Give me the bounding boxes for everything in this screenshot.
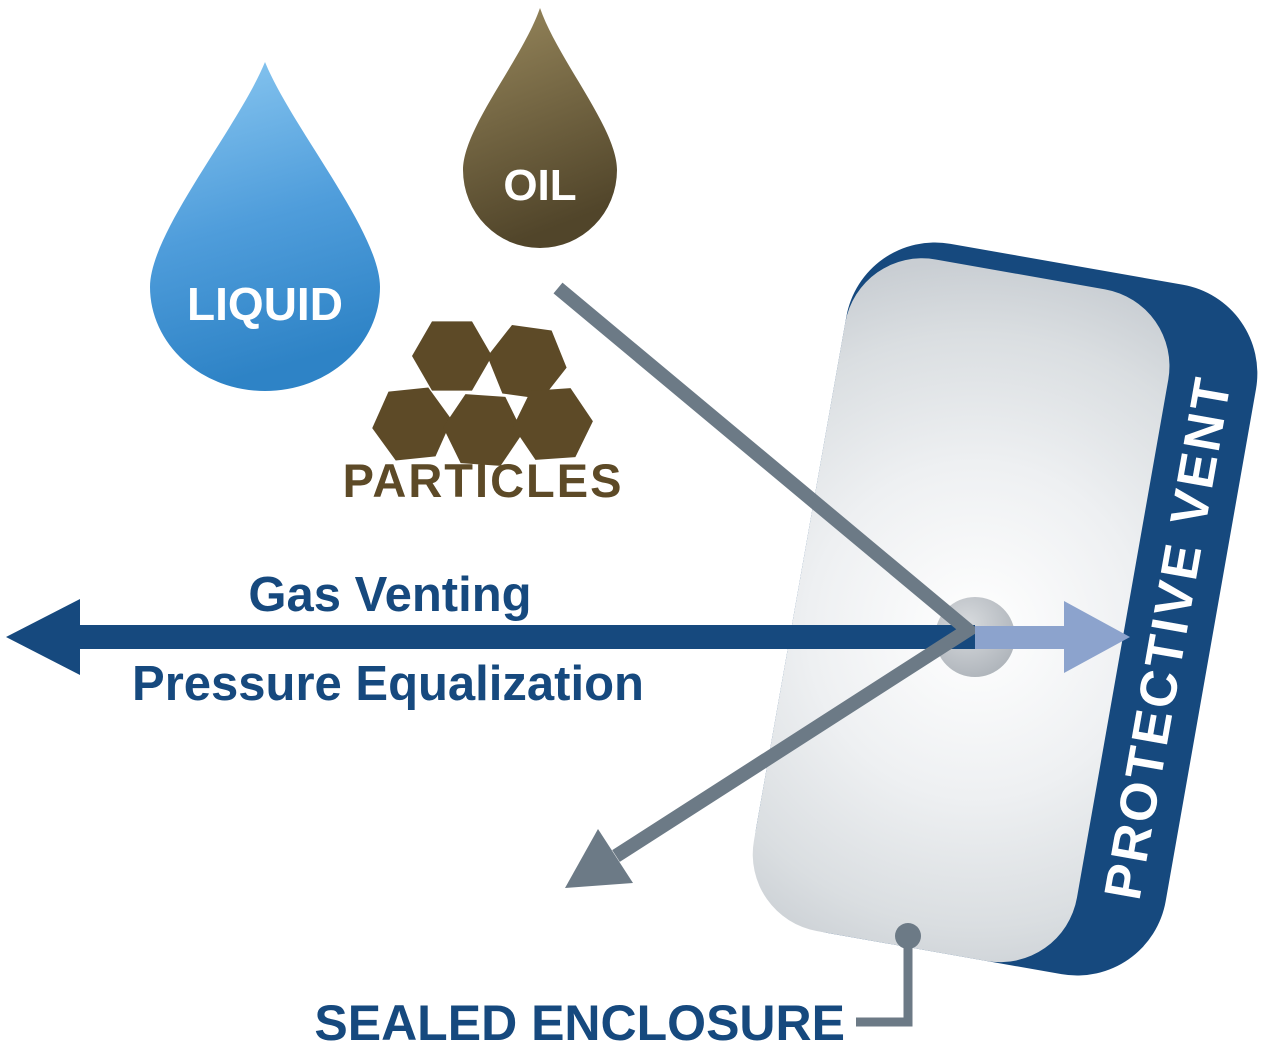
pressure-equalization-label: Pressure Equalization <box>132 657 644 711</box>
sealed-enclosure-label: SEALED ENCLOSURE <box>314 995 845 1051</box>
oil-droplet <box>463 8 617 248</box>
particle-hexagon <box>487 324 567 400</box>
vent-flow-arrowhead <box>1064 601 1130 673</box>
particles-group <box>372 321 593 466</box>
gas-venting-arrowhead <box>6 599 80 675</box>
deflection-arrowhead <box>565 829 633 888</box>
liquid-droplet <box>150 62 380 391</box>
particle-hexagon <box>372 387 452 461</box>
particles-label: PARTICLES <box>343 454 624 507</box>
vent-flow-arrow-shaft <box>975 626 1066 649</box>
particle-hexagon <box>412 321 492 391</box>
gas-venting-arrow <box>6 599 975 675</box>
sealed-enclosure-group: PROTECTIVE VENT <box>752 242 1258 976</box>
deflection-arrow <box>553 282 980 888</box>
liquid-label: LIQUID <box>187 278 343 330</box>
sealed-enclosure-callout-line <box>856 944 913 1027</box>
sealed-enclosure-callout <box>856 923 921 1027</box>
gas-venting-label: Gas Venting <box>248 568 531 622</box>
sealed-enclosure-dot <box>895 923 921 949</box>
vent-flow-arrow <box>975 601 1130 673</box>
oil-label: OIL <box>503 161 576 210</box>
gas-venting-arrow-shaft <box>66 625 975 649</box>
particle-hexagon <box>513 388 593 460</box>
deflection-arrow-line <box>553 282 980 862</box>
particle-hexagon <box>443 394 523 466</box>
